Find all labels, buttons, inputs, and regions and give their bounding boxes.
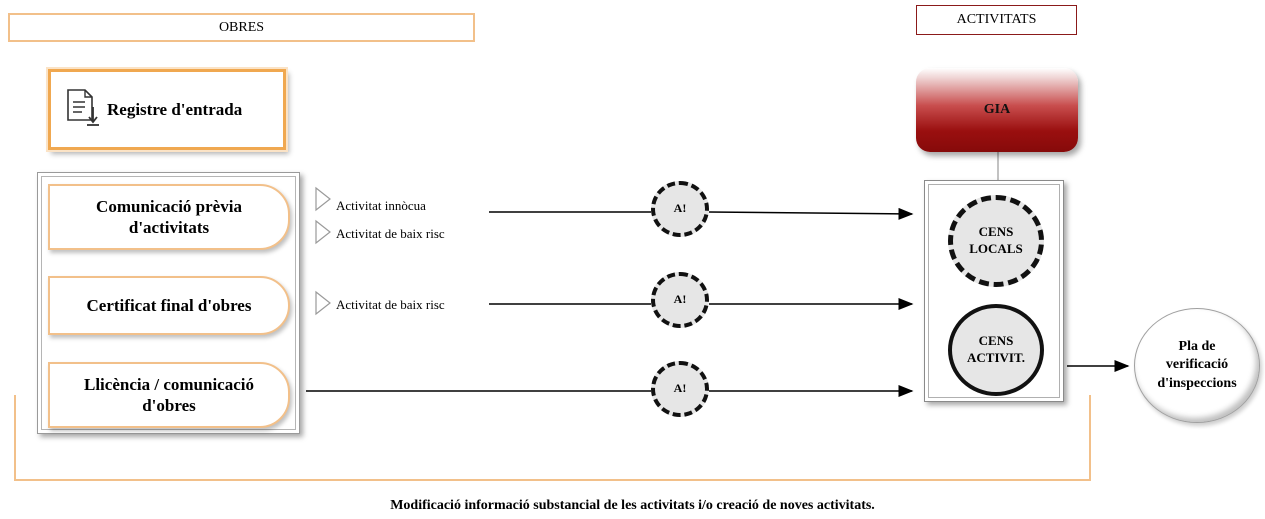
gia-box: GIA <box>916 68 1078 152</box>
activity-chevron-2 <box>315 219 331 245</box>
alert-node-3-label: A! <box>673 381 687 396</box>
procedure-llicencia-comunicacio: Llicència / comunicació d'obres <box>48 362 290 428</box>
obres-header-label: OBRES <box>218 19 265 35</box>
alert-node-3: A! <box>651 361 709 417</box>
cens-activitats-node: CENS ACTIVIT. <box>948 304 1044 396</box>
pla-line1: Pla de <box>1178 339 1216 355</box>
obres-procedures-inner-frame <box>41 176 296 430</box>
pla-verificacio-node: Pla de verificació d'inspeccions <box>1134 308 1260 423</box>
registre-entrada-box: Registre d'entrada <box>48 69 286 150</box>
cens-locals-node: CENS LOCALS <box>948 195 1044 287</box>
document-download-icon <box>65 87 99 132</box>
feedback-bracket <box>14 395 1091 481</box>
alert-node-1: A! <box>651 181 709 237</box>
alert-node-2: A! <box>651 272 709 328</box>
alert-node-1-label: A! <box>673 201 687 216</box>
procedure-3-line1: Llicència / comunicació <box>84 374 254 394</box>
pla-line2: verificació <box>1165 357 1229 373</box>
activity-type-innocua: Activitat innòcua <box>336 198 426 213</box>
footer-caption: Modificació informació substancial de le… <box>390 498 875 513</box>
activity-type-baix-risc-2: Activitat de baix risc <box>336 297 445 312</box>
procedure-certificat-final: Certificat final d'obres <box>48 276 290 335</box>
pla-line3: d'inspeccions <box>1157 375 1237 391</box>
activitats-header: ACTIVITATS <box>916 5 1077 35</box>
procedure-1-line1: Comunicació prèvia <box>96 196 242 216</box>
activitats-header-label: ACTIVITATS <box>956 12 1037 27</box>
obres-header: OBRES <box>8 13 475 42</box>
registre-label: Registre d'entrada <box>107 99 243 119</box>
activity-type-baix-risc-1: Activitat de baix risc <box>336 226 445 241</box>
obres-procedures-container <box>37 172 300 434</box>
procedure-1-line2: d'activitats <box>128 218 210 237</box>
gia-label: GIA <box>983 102 1011 117</box>
cens-locals-line1: CENS <box>978 224 1014 240</box>
activity-chevron-1 <box>315 186 331 212</box>
cens-container <box>924 180 1064 402</box>
cens-activit-line1: CENS <box>978 333 1014 349</box>
cens-inner-frame <box>928 184 1060 398</box>
flow-arrow-1b <box>708 207 914 220</box>
procedure-3-line2: d'obres <box>142 396 196 415</box>
procedure-2-line1: Certificat final d'obres <box>86 295 252 315</box>
cens-activit-line2: ACTIVIT. <box>967 350 1025 365</box>
cens-locals-line2: LOCALS <box>969 241 1023 256</box>
procedure-comunicacio-previa: Comunicació prèvia d'activitats <box>48 184 290 250</box>
activity-chevron-3 <box>315 290 331 316</box>
alert-node-2-label: A! <box>673 292 687 307</box>
